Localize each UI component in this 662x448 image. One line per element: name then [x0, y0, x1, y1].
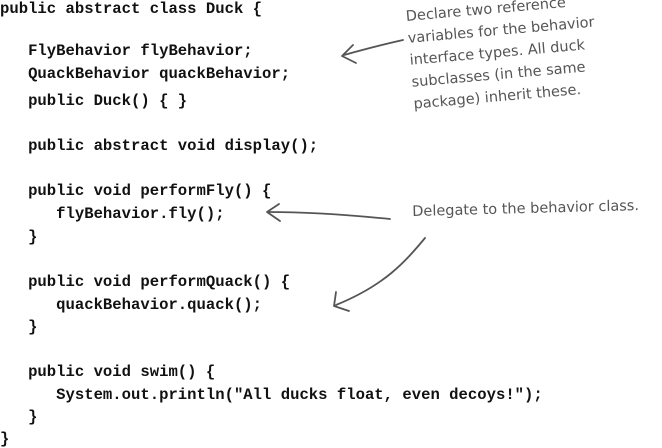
arrow-to-fly — [267, 211, 391, 220]
code-line: FlyBehavior flyBehavior; — [0, 42, 253, 60]
code-line: } — [0, 408, 38, 426]
arrowhead-quack — [333, 291, 350, 312]
code-line: public void swim() { — [0, 363, 216, 381]
code-line: public void performFly() { — [0, 182, 272, 200]
arrowhead-fly — [266, 203, 281, 222]
declare-annotation: Declare two reference variables for the … — [405, 0, 601, 116]
code-line: } — [0, 228, 38, 246]
code-line: } — [0, 318, 38, 336]
code-line: QuackBehavior quackBehavior; — [0, 65, 291, 83]
code-line: flyBehavior.fly(); — [0, 205, 225, 223]
code-line: public abstract class Duck { — [0, 0, 263, 18]
code-line: System.out.println("All ducks float, eve… — [0, 386, 543, 404]
arrow-to-quack — [335, 237, 426, 306]
code-line: public Duck() { } — [0, 92, 188, 110]
code-line: public abstract void display(); — [0, 137, 319, 155]
arrow-to-fields — [343, 39, 404, 56]
code-line: quackBehavior.quack(); — [0, 296, 263, 314]
code-line: } — [0, 430, 10, 448]
delegate-annotation: Delegate to the behavior class. — [412, 198, 640, 220]
code-line: public void performQuack() { — [0, 273, 291, 291]
arrowhead-fields — [341, 44, 357, 64]
